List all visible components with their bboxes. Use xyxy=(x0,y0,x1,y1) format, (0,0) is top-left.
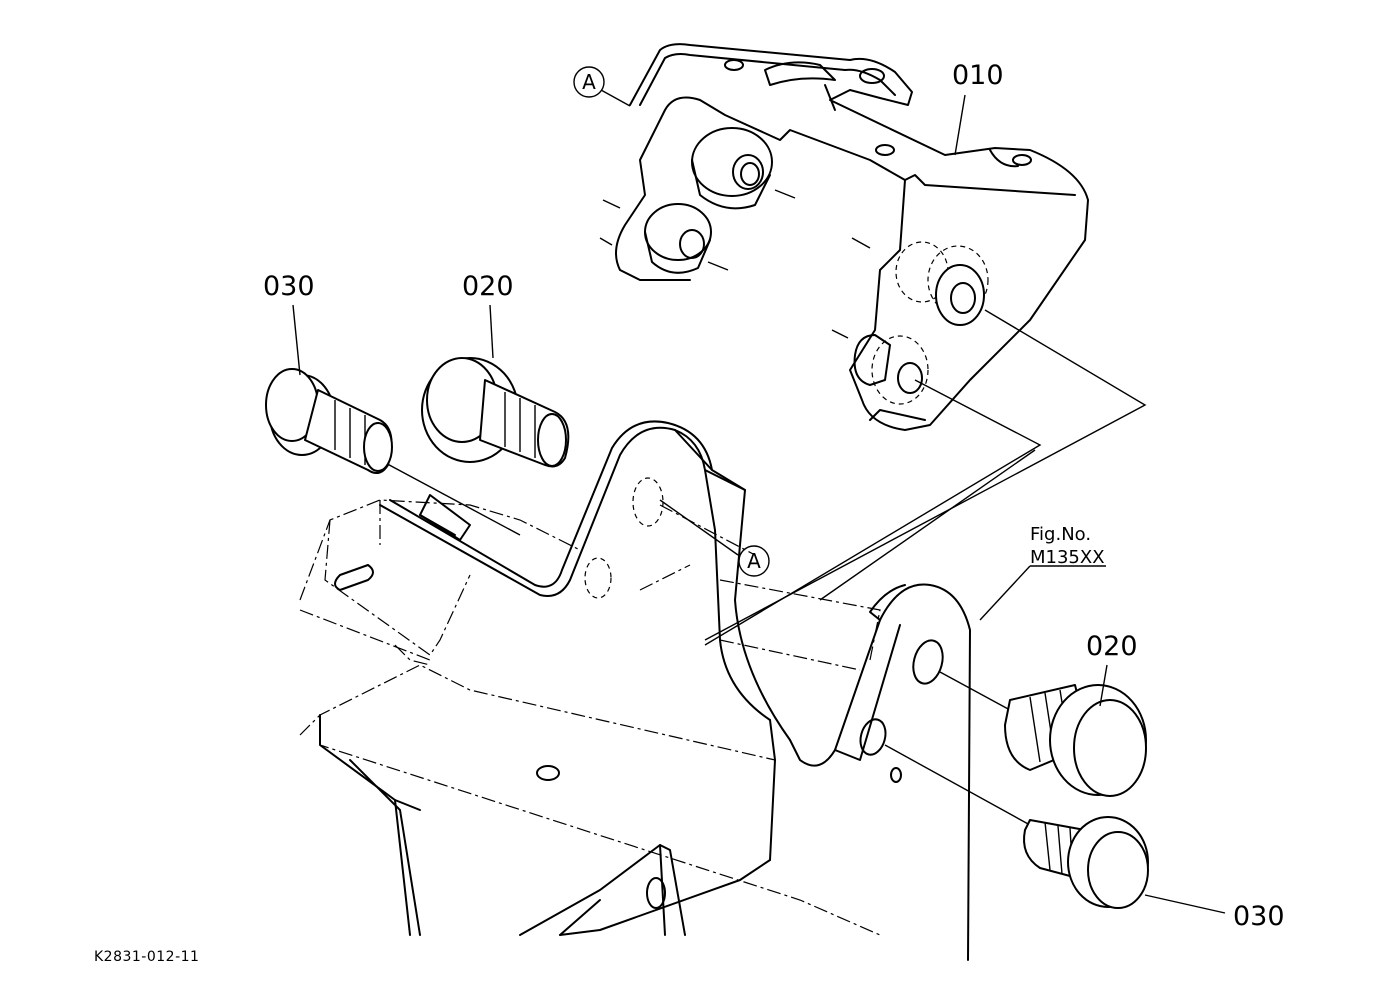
drawing-number: K2831-012-11 xyxy=(94,949,199,965)
bolt-020-upper-mid xyxy=(421,357,570,468)
bracket-010 xyxy=(599,43,1089,431)
label-020-upper: 020 xyxy=(462,271,514,302)
label-010: 010 xyxy=(952,60,1004,91)
label-030-upper: 030 xyxy=(263,271,315,302)
detail-marker-a-circle-lower xyxy=(738,545,770,577)
detail-marker-a-upper: A xyxy=(582,70,596,94)
bolt-030-right xyxy=(1023,816,1149,909)
bolt-030-upper-left xyxy=(265,368,393,475)
labels: 010 030 020 020 030 A A Fig.No. M135XX K… xyxy=(94,60,1285,965)
fig-no-heading: Fig.No. xyxy=(1030,524,1091,545)
detail-marker-a-circle-upper xyxy=(573,66,605,98)
label-020-right: 020 xyxy=(1086,631,1138,662)
bolt-020-right xyxy=(1004,684,1147,797)
label-leaders xyxy=(292,89,1226,914)
label-030-right: 030 xyxy=(1233,901,1285,932)
fig-no-value: M135XX xyxy=(1030,547,1105,568)
detail-marker-a-lower: A xyxy=(747,549,761,573)
